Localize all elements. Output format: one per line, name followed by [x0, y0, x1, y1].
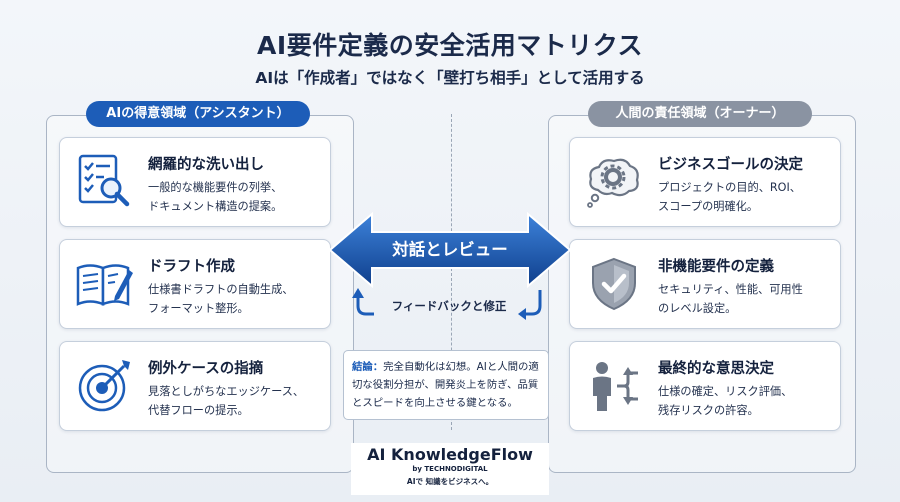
conclusion-text: 完全自動化は幻想。AIと人間の適切な役割分担が、開発炎上を防ぎ、品質とスピードを… [352, 361, 539, 409]
ai-card-edge-cases-title: 例外ケースの指摘 [148, 361, 264, 377]
ai-card-draft-desc: 仕様書ドラフトの自動生成、 フォーマット整形。 [148, 283, 294, 315]
human-card-final-decision: 最終的な意思決定 仕様の確定、リスク評価、 残存リスクの許容。 [569, 341, 841, 431]
ai-card-edge-cases-desc: 見落としがちなエッジケース、 代替フローの提示。 [148, 385, 305, 417]
conclusion-box: 結論：完全自動化は幻想。AIと人間の適切な役割分担が、開発炎上を防ぎ、品質とスピ… [343, 350, 549, 420]
feedback-loop-icon [352, 288, 542, 320]
checklist-search-icon [78, 154, 130, 207]
ai-card-enumeration-title: 網羅的な洗い出し [148, 157, 264, 173]
human-card-nonfunctional-desc: セキュリティ、性能、可用性 のレベル設定。 [658, 283, 803, 315]
conclusion-label: 結論： [352, 361, 384, 373]
person-decision-icon [593, 362, 638, 411]
human-card-nonfunctional: 非機能要件の定義 セキュリティ、性能、可用性 のレベル設定。 [569, 239, 841, 329]
human-domain-label: 人間の責任領域（オーナー） [588, 101, 812, 127]
human-card-nonfunctional-title: 非機能要件の定義 [658, 259, 774, 275]
human-card-business-goal-title: ビジネスゴールの決定 [658, 157, 803, 173]
dialogue-review-arrow: 対話とレビュー [328, 211, 572, 289]
brand-name: AI KnowledgeFlow [367, 445, 533, 464]
page-subtitle: AIは「作成者」ではなく「壁打ち相手」として活用する [255, 69, 645, 87]
human-card-business-goal-desc: プロジェクトの目的、ROI、 スコープの明確化。 [658, 181, 801, 213]
ai-card-enumeration: 網羅的な洗い出し 一般的な機能要件の列挙、 ドキュメント構造の提案。 [59, 137, 331, 227]
target-arrow-icon [78, 360, 130, 412]
ai-domain-label: AIの得意領域（アシスタント） [86, 101, 310, 127]
brand-by: by TECHNODIGITAL [412, 465, 488, 473]
brand-tagline: AIで 知識をビジネスへ。 [406, 477, 494, 486]
ai-card-enumeration-desc: 一般的な機能要件の列挙、 ドキュメント構造の提案。 [148, 181, 283, 213]
thought-gear-icon [587, 158, 639, 208]
human-card-final-decision-desc: 仕様の確定、リスク評価、 残存リスクの許容。 [658, 385, 793, 417]
human-card-final-decision-title: 最終的な意思決定 [658, 361, 774, 377]
page-title: AI要件定義の安全活用マトリクス [257, 31, 643, 60]
shield-check-icon [592, 257, 636, 311]
book-pencil-icon [76, 264, 133, 306]
dialogue-review-label: 対話とレビュー [392, 240, 508, 259]
feedback-label: フィードバックと修正 [391, 299, 507, 313]
human-card-business-goal: ビジネスゴールの決定 プロジェクトの目的、ROI、 スコープの明確化。 [569, 137, 841, 227]
double-arrow-icon [328, 211, 572, 289]
brand-logo: AI KnowledgeFlow by TECHNODIGITAL AIで 知識… [351, 443, 549, 495]
ai-card-draft: ドラフト作成 仕様書ドラフトの自動生成、 フォーマット整形。 [59, 239, 331, 329]
center-divider [451, 114, 452, 430]
ai-card-draft-title: ドラフト作成 [148, 259, 235, 275]
ai-card-edge-cases: 例外ケースの指摘 見落としがちなエッジケース、 代替フローの提示。 [59, 341, 331, 431]
